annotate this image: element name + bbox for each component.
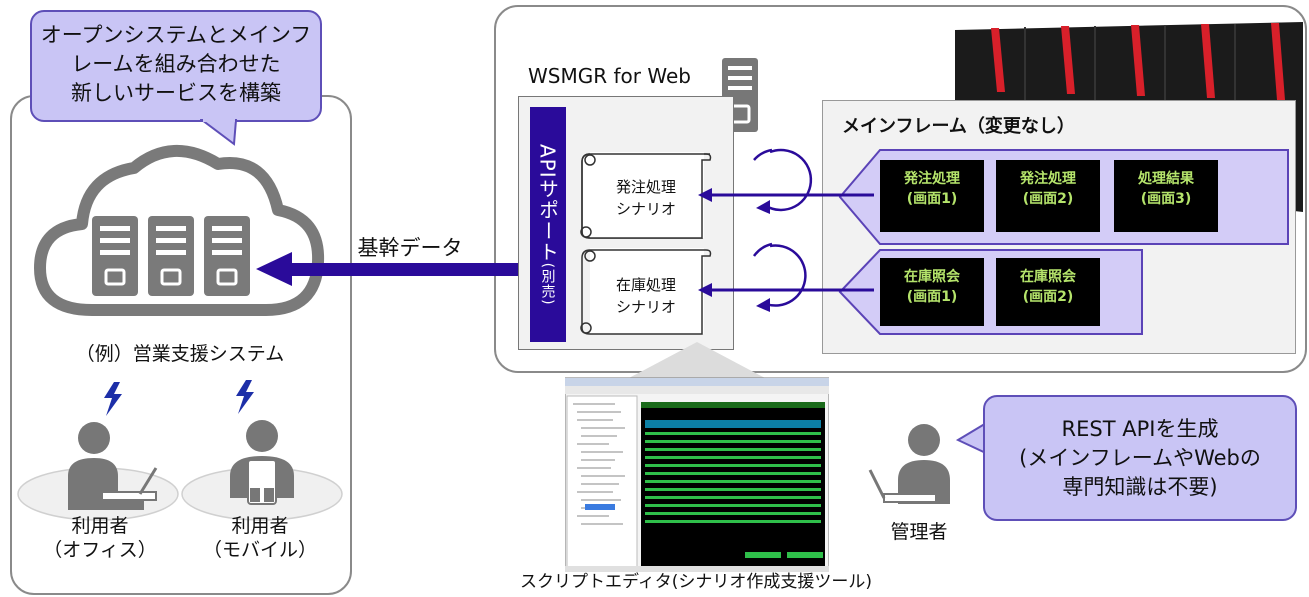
wsmgr-title: WSMGR for Web: [528, 64, 691, 88]
screen-title: 在庫照会: [904, 269, 960, 285]
api-support-label: APIサポート: [535, 143, 560, 263]
screen-order-2: 発注処理 (画面2): [996, 160, 1100, 232]
cloud-icon: [34, 145, 325, 316]
editor-label: スクリプトエディタ(シナリオ作成支援ツール): [519, 572, 873, 592]
screen-sub: (画面1): [906, 191, 958, 207]
callout-line: (メインフレームやWebの: [1019, 446, 1261, 470]
flow-arrows: [698, 148, 874, 312]
screen-title: 在庫照会: [1020, 269, 1076, 285]
admin-user-icon: [868, 424, 950, 504]
core-data-arrow: [256, 252, 536, 286]
scenario-order: 発注処理 シナリオ: [586, 176, 706, 220]
api-support-sublabel: (別売): [539, 262, 556, 306]
user-label: 利用者: [71, 515, 129, 537]
screen-stock-2: 在庫照会 (画面2): [996, 258, 1100, 326]
user-label: 利用者: [231, 515, 289, 537]
api-support-bar: APIサポート(別売): [530, 107, 566, 342]
scroll-icon: [580, 248, 712, 335]
scenario-line: シナリオ: [615, 298, 676, 316]
core-data-label: 基幹データ: [357, 236, 463, 260]
scenario-line: 在庫処理: [615, 276, 676, 294]
screen-sub: (画面1): [906, 289, 958, 305]
admin-label: 管理者: [890, 521, 948, 543]
callout-rest-api: REST APIを生成 (メインフレームやWebの 専門知識は不要): [983, 395, 1297, 521]
screen-order-1: 発注処理 (画面1): [880, 160, 984, 232]
lightning-icon: [236, 380, 254, 414]
scroll-icon: [580, 152, 712, 239]
callout-line: 新しいサービスを構築: [71, 81, 281, 105]
user-sublabel: （モバイル）: [202, 539, 317, 561]
callout-line: オープンシステムとメインフ: [40, 23, 312, 47]
scenario-line: シナリオ: [615, 200, 676, 218]
scenario-stock: 在庫処理 シナリオ: [586, 274, 706, 318]
user-office-label: 利用者 （オフィス）: [40, 514, 160, 562]
lightning-icon: [104, 382, 122, 416]
callout-new-service: オープンシステムとメインフ レームを組み合わせた 新しいサービスを構築: [30, 10, 322, 122]
mobile-user-icon: [181, 420, 343, 521]
system-label: （例）営業支援システム: [75, 343, 285, 365]
scenario-line: 発注処理: [615, 178, 676, 196]
screen-stock-1: 在庫照会 (画面1): [880, 258, 984, 326]
script-editor-screenshot: [565, 342, 829, 572]
callout-line: レームを組み合わせた: [71, 52, 281, 76]
screen-title: 処理結果: [1138, 171, 1194, 187]
screen-title: 発注処理: [904, 171, 960, 187]
screen-result-3: 処理結果 (画面3): [1114, 160, 1218, 232]
screen-sub: (画面2): [1022, 289, 1074, 305]
mainframe-title: メインフレーム（変更なし）: [842, 116, 1075, 137]
user-mobile-label: 利用者 （モバイル）: [200, 514, 320, 562]
user-sublabel: （オフィス）: [43, 539, 157, 561]
screen-title: 発注処理: [1020, 171, 1076, 187]
screen-sub: (画面2): [1022, 191, 1074, 207]
callout-line: 専門知識は不要): [1062, 475, 1218, 499]
callout-tail: [200, 118, 238, 146]
office-user-icon: [17, 422, 179, 521]
callout-line: REST APIを生成: [1061, 417, 1219, 441]
screen-sub: (画面3): [1140, 191, 1192, 207]
